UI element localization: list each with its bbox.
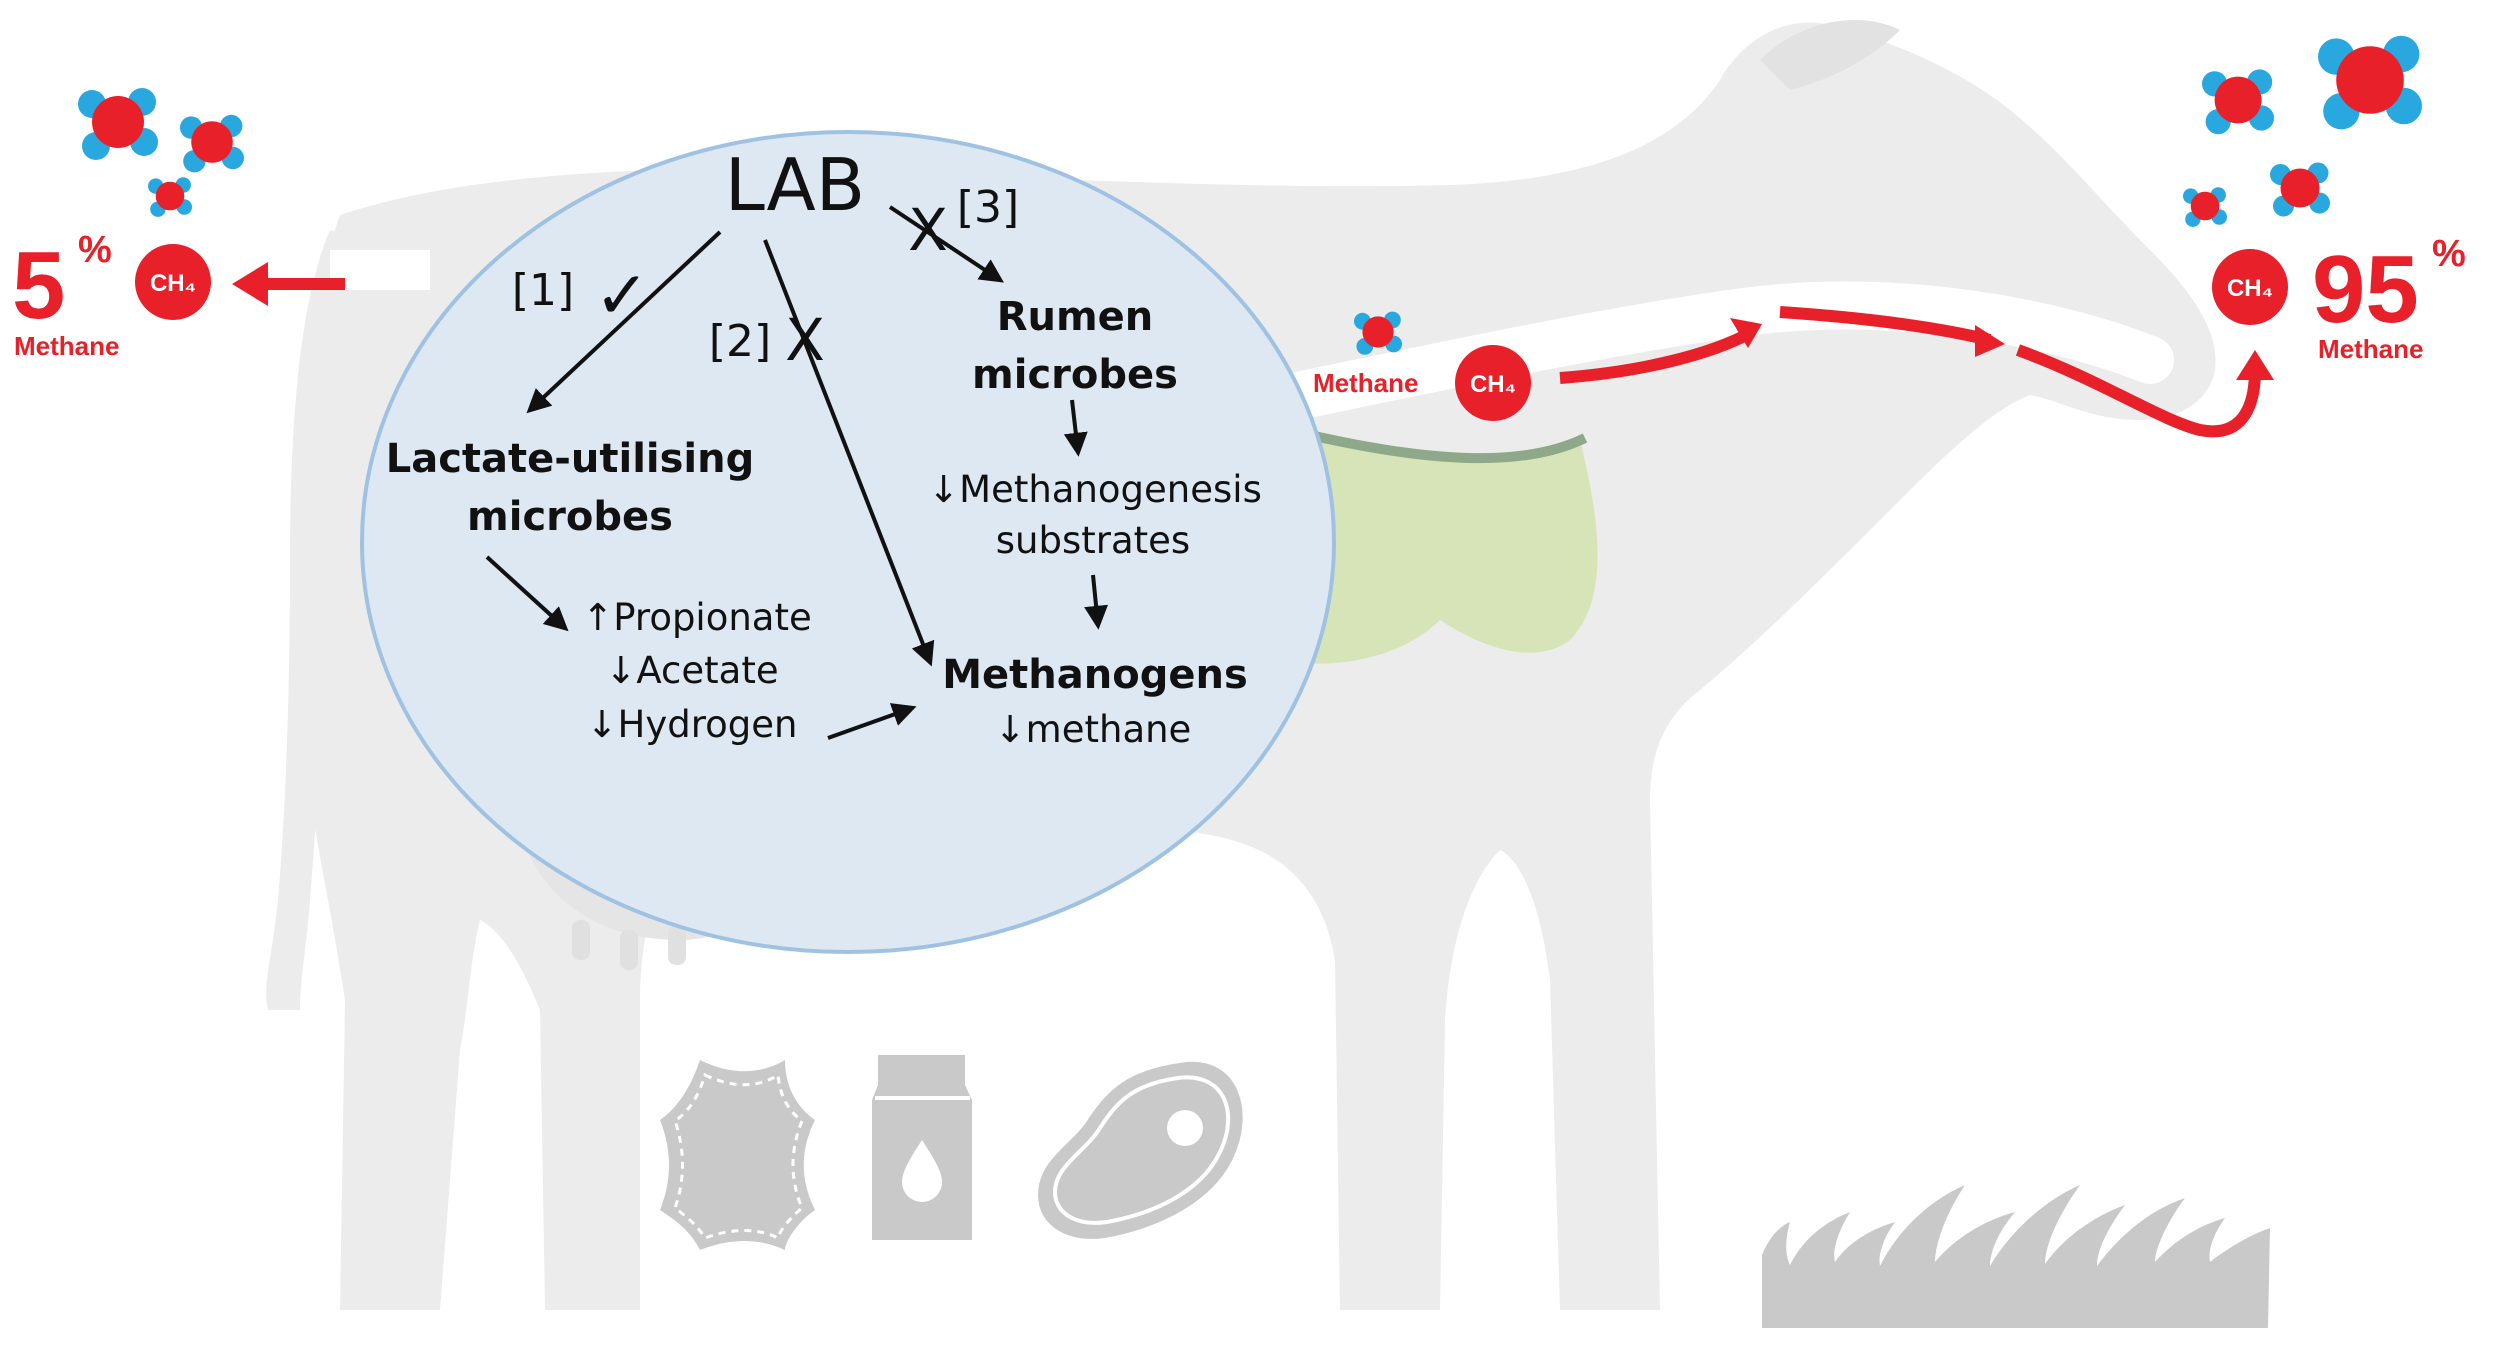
methane-molecule-icon [180,114,244,173]
left-methane-badge: CH₄ [135,244,211,320]
arrow-lab-to-methanogens [763,239,935,667]
arrow-substrates-to-methanogens [1084,574,1109,630]
substrates-line1: ↓Methanogenesis [928,468,1262,511]
methanogens-text: Methanogens [942,652,1248,698]
methane-flow-arrows [232,262,2274,438]
arrow-rumen-to-substrates [1063,399,1088,457]
pathway-1-label: [1] [512,265,574,316]
meat-icon [1037,1061,1243,1239]
methane-molecule-icon [78,88,158,160]
esophagus-channel [1156,281,2174,444]
methane-molecule-icon [2270,162,2330,217]
arrow-lactate-to-products [485,555,569,632]
rumen-microbes-line1: Rumen [997,294,1154,340]
left-methane-label: Methane [14,331,119,361]
ch4-label-rumen: CH₄ [1470,371,1516,398]
ch4-label-right: CH₄ [2227,275,2273,302]
lactate-microbes-line1: Lactate-utilising [386,436,755,482]
pathway-2-label: [2] [709,316,771,367]
rumen-stomach [1280,430,1598,664]
lab-title: LAB [725,143,865,227]
hydrogen-text: ↓Hydrogen [587,703,798,746]
pathway-arrows [485,205,1109,740]
left-percent: 5 [12,232,65,339]
methane-molecule-icon [2183,187,2227,227]
right-percent-sign: % [2432,233,2466,275]
propionate-text: ↑Propionate [582,596,812,639]
rumen-microbes-line2: microbes [972,352,1178,398]
pathway-3-label: [3] [957,182,1019,233]
milk-carton-icon [872,1055,972,1240]
methane-molecule-icon [2202,69,2274,135]
methane-molecule-icon [148,177,192,217]
substrates-line2: substrates [996,519,1190,562]
methane-molecule-icon [78,35,2422,355]
arrow-lab-to-lactate [526,230,722,414]
arrow-hydrogen-to-methanogens [827,703,917,740]
methane-molecule-icon [2318,35,2422,130]
lactate-microbes-line2: microbes [467,494,673,540]
methane-down-text: ↓methane [995,708,1192,751]
rumen-methane-badge: CH₄ [1455,345,1531,421]
right-methane-label: Methane [2318,334,2423,364]
rumen-methane-label: Methane [1313,368,1418,398]
acetate-text: ↓Acetate [605,649,778,692]
right-percent: 95 [2312,236,2419,343]
left-percent-sign: % [78,229,112,271]
grass-icon [1762,1185,2270,1328]
arrow-lab-to-rumen [888,205,1004,283]
methane-molecule-icon [1354,311,1402,355]
leather-icon [660,1060,815,1250]
right-methane-badge: CH₄ [2212,249,2288,325]
ch4-label-left: CH₄ [150,270,196,297]
